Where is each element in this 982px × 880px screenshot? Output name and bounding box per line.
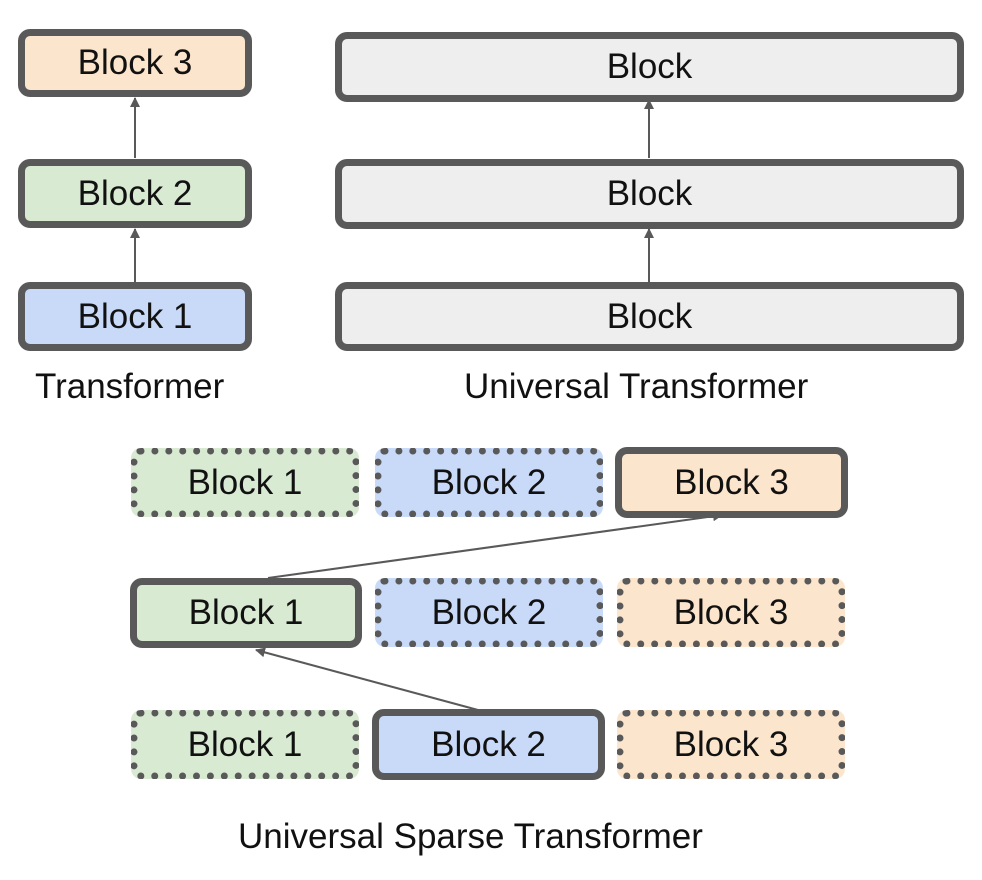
arrow-ust-row3-block2-to-row2-block1 [255,647,479,711]
transformer-caption: Transformer [35,367,225,406]
ut-block-middle: Block [335,159,964,229]
transformer-block-3: Block 3 [18,29,252,97]
ust-row2-block-2: Block 2 [375,578,603,647]
transformer-block-1: Block 1 [18,282,252,351]
ust-row2-block-3: Block 3 [617,578,845,647]
ut-block-bottom: Block [335,282,964,351]
ust-row3-block-3: Block 3 [617,710,845,779]
ust-caption: Universal Sparse Transformer [238,817,703,856]
ut-caption: Universal Transformer [464,367,809,406]
ust-row1-block-3: Block 3 [615,447,848,518]
ust-row1-block-1: Block 1 [131,448,359,517]
ust-row3-block-1: Block 1 [131,710,359,779]
ust-row2-block-1: Block 1 [130,578,362,648]
arrow-ust-row2-block1-to-row1-block3 [267,511,723,579]
transformer-block-2: Block 2 [18,159,252,228]
ust-row1-block-2: Block 2 [375,448,603,517]
ust-row3-block-2: Block 2 [372,709,605,780]
ut-block-top: Block [335,32,964,102]
